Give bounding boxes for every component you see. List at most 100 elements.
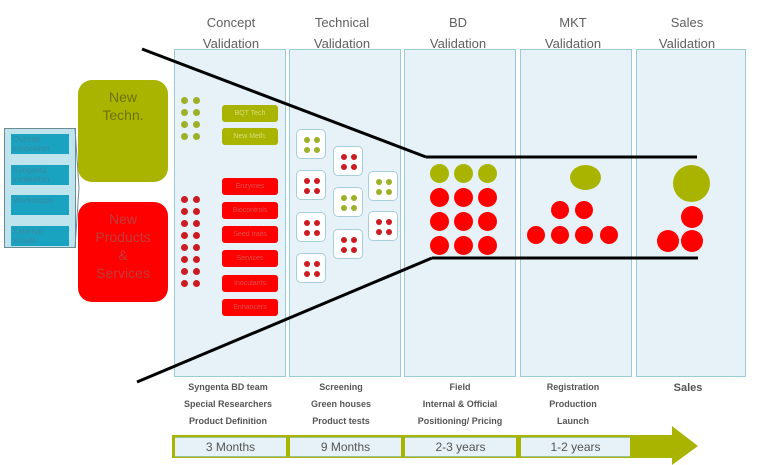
green-ball bbox=[454, 164, 473, 183]
red-pip bbox=[304, 188, 310, 194]
green-die bbox=[368, 171, 398, 201]
red-dot bbox=[193, 256, 200, 263]
stage-title-line1: MKT bbox=[559, 15, 587, 30]
activity-line: Syngenta BD team bbox=[188, 382, 268, 392]
activities-mkt: Registration Production Launch bbox=[517, 379, 629, 430]
stage-title-technical: Technical Validation bbox=[287, 12, 397, 54]
red-pip bbox=[314, 188, 320, 194]
green-dot bbox=[193, 97, 200, 104]
activity-line: Special Researchers bbox=[183, 399, 273, 409]
green-pip bbox=[314, 147, 320, 153]
green-pip bbox=[304, 147, 310, 153]
red-dot bbox=[193, 208, 200, 215]
red-ball bbox=[454, 188, 473, 207]
red-pip bbox=[314, 220, 320, 226]
tag-bqt-tech: BQT Tech bbox=[222, 105, 278, 122]
stage-title-line2: Validation bbox=[544, 36, 602, 51]
tag-seed-traits: Seed traits bbox=[222, 226, 278, 243]
red-pip bbox=[314, 271, 320, 277]
red-pip bbox=[386, 229, 392, 235]
red-ball bbox=[600, 226, 618, 244]
activity-line: Production bbox=[549, 399, 597, 409]
green-pip bbox=[314, 137, 320, 143]
red-dot bbox=[193, 220, 200, 227]
red-pip bbox=[351, 154, 357, 160]
green-pip bbox=[304, 137, 310, 143]
red-pip bbox=[341, 164, 347, 170]
red-dot bbox=[181, 256, 188, 263]
tag-services: Services bbox=[222, 250, 278, 267]
red-dot bbox=[181, 208, 188, 215]
innovation-sources-panel: Outside innovation Syngenta innovation W… bbox=[4, 128, 76, 248]
red-die bbox=[333, 146, 363, 176]
stage-title-line1: Sales bbox=[670, 15, 704, 30]
source-workshops: Workshops bbox=[11, 195, 69, 215]
stage-title-bd: BD Validation bbox=[403, 12, 513, 54]
green-dot bbox=[193, 109, 200, 116]
red-ball bbox=[527, 226, 545, 244]
green-dot bbox=[181, 97, 188, 104]
stage-title-line1: BD bbox=[448, 15, 468, 30]
red-ball bbox=[551, 201, 569, 219]
red-die bbox=[296, 253, 326, 283]
green-ball bbox=[478, 164, 497, 183]
timeline-segment-concept: 3 Months bbox=[175, 437, 286, 457]
red-dot bbox=[181, 220, 188, 227]
red-pip bbox=[304, 220, 310, 226]
red-pip bbox=[304, 271, 310, 277]
tag-biocontrols: Biocontrols bbox=[222, 202, 278, 219]
stage-title-sales: Sales Validation bbox=[632, 12, 742, 54]
source-external-scouts: External scouts bbox=[11, 226, 69, 246]
red-pip bbox=[376, 219, 382, 225]
new-products-line1: New bbox=[108, 211, 137, 227]
red-pip bbox=[304, 230, 310, 236]
green-dot bbox=[181, 109, 188, 116]
red-pip bbox=[351, 247, 357, 253]
green-pip bbox=[386, 179, 392, 185]
red-dot bbox=[181, 232, 188, 239]
timeline-segment-bd: 2-3 years bbox=[405, 437, 516, 457]
activities-concept: Syngenta BD team Special Researchers Pro… bbox=[172, 379, 284, 430]
green-die bbox=[333, 187, 363, 217]
funnel-bottom-line bbox=[136, 256, 433, 384]
activity-line: Green houses bbox=[310, 399, 372, 409]
green-dot bbox=[181, 121, 188, 128]
green-pip bbox=[351, 205, 357, 211]
red-dot bbox=[181, 280, 188, 287]
timeline-segment-technical: 9 Months bbox=[290, 437, 401, 457]
red-pip bbox=[304, 261, 310, 267]
red-ball bbox=[454, 212, 473, 231]
source-syngenta-innovation: Syngenta innovation bbox=[11, 165, 69, 185]
red-dot bbox=[181, 196, 188, 203]
timeline-segment-mkt: 1-2 years bbox=[521, 437, 630, 457]
green-pip bbox=[376, 189, 382, 195]
activity-line: Product tests bbox=[312, 416, 370, 426]
red-pip bbox=[314, 261, 320, 267]
green-pip bbox=[341, 195, 347, 201]
red-die bbox=[333, 229, 363, 259]
green-pip bbox=[351, 195, 357, 201]
red-ball bbox=[575, 201, 593, 219]
red-dot bbox=[193, 268, 200, 275]
activity-line: Positioning/ Pricing bbox=[417, 416, 503, 426]
red-pip bbox=[386, 219, 392, 225]
red-pip bbox=[351, 164, 357, 170]
activity-line: Internal & Official bbox=[422, 399, 498, 409]
red-pip bbox=[314, 178, 320, 184]
activity-line: Screening bbox=[319, 382, 363, 392]
stage-title-line1: Concept bbox=[206, 15, 256, 30]
stage-title-line2: Validation bbox=[429, 36, 487, 51]
new-products-line4: Services bbox=[96, 265, 150, 281]
red-dot bbox=[193, 196, 200, 203]
tag-enhancers: Enhancers bbox=[222, 299, 278, 316]
red-ball bbox=[478, 236, 497, 255]
stage-title-mkt: MKT Validation bbox=[518, 12, 628, 54]
tag-new-meth: New Meth. bbox=[222, 128, 278, 145]
new-products-line3: & bbox=[118, 247, 128, 263]
red-pip bbox=[341, 247, 347, 253]
red-ball bbox=[681, 206, 703, 228]
red-ball bbox=[430, 236, 449, 255]
activities-sales: Sales bbox=[632, 380, 744, 397]
activities-bd: Field Internal & Official Positioning/ P… bbox=[404, 379, 516, 430]
